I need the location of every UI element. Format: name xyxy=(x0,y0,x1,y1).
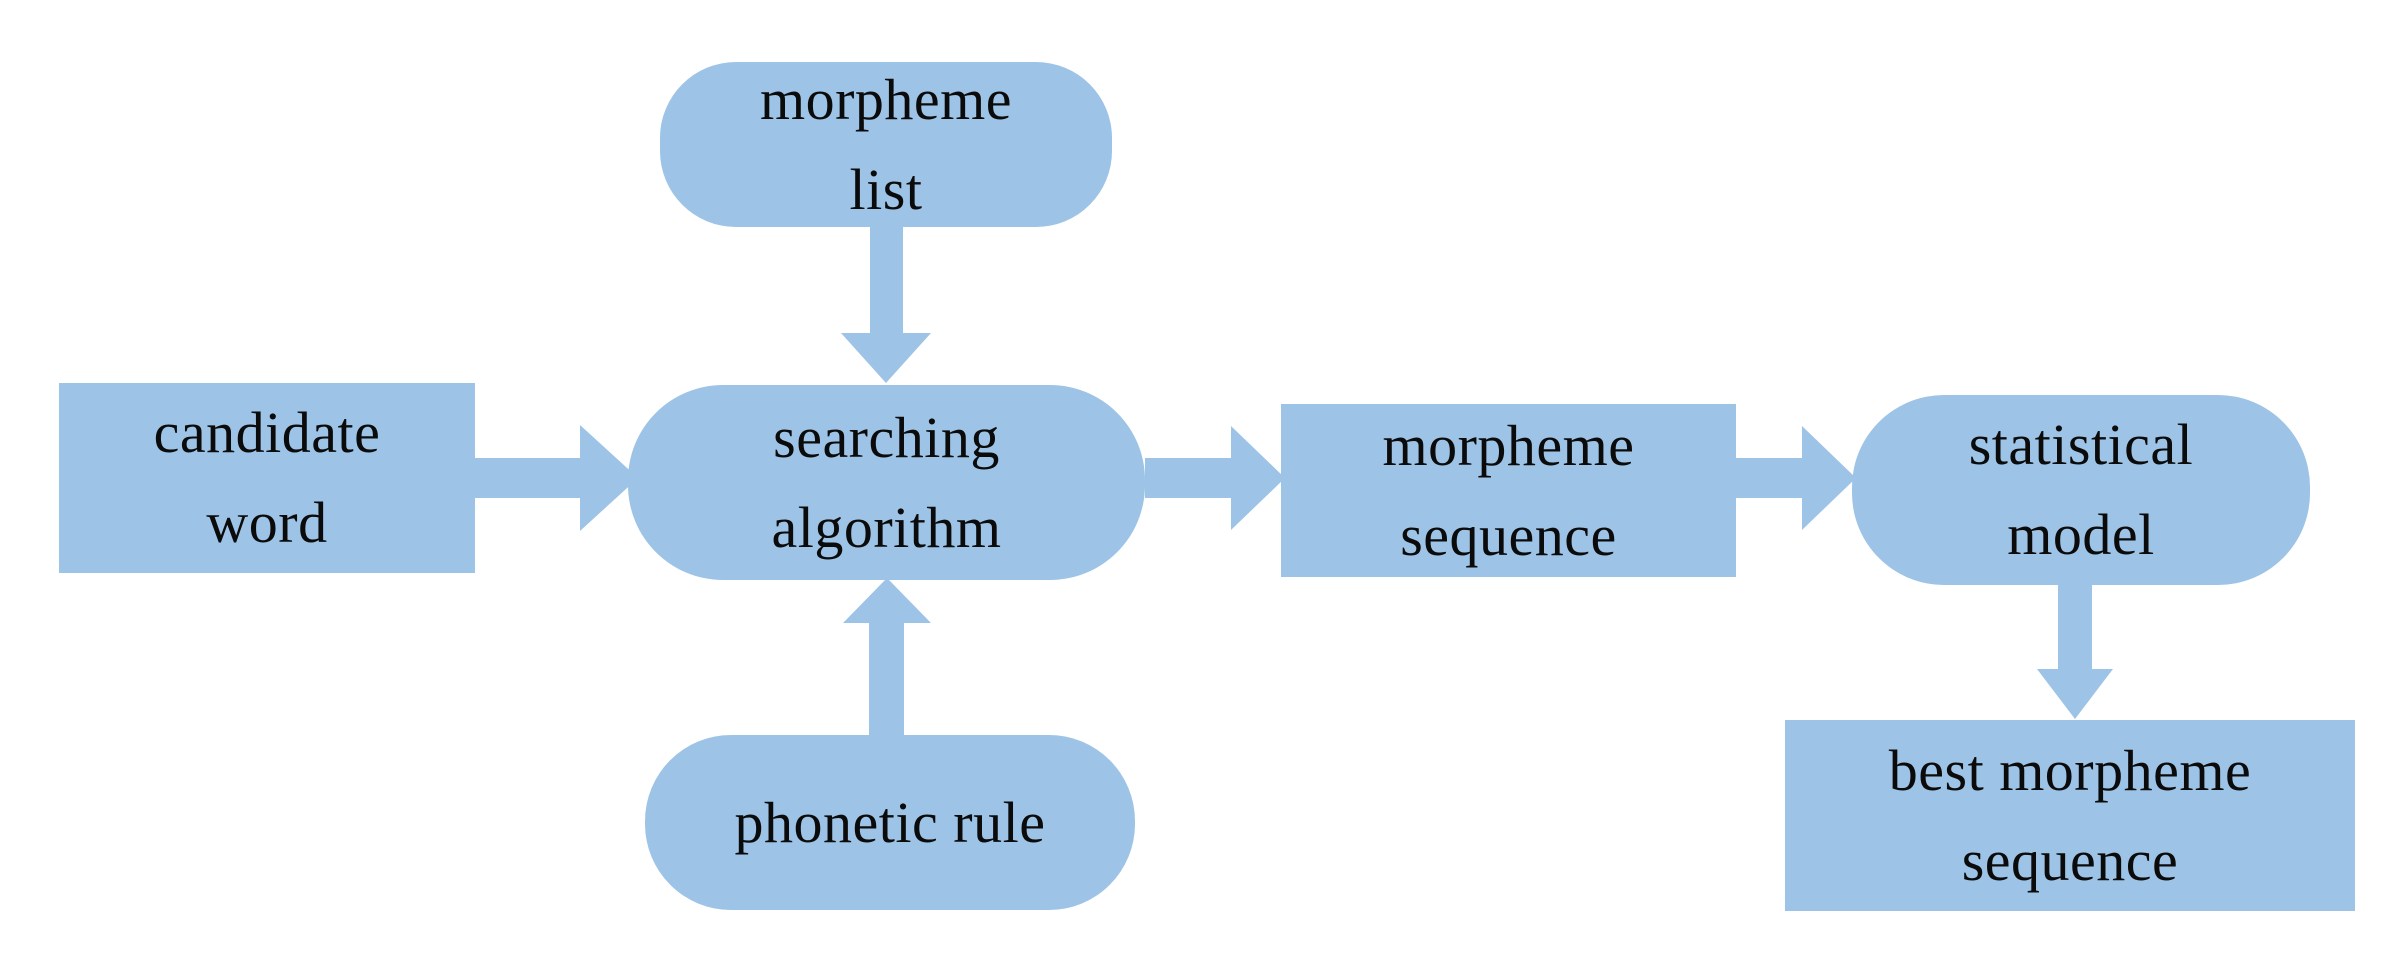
node-morpheme-list-label: morpheme list xyxy=(759,66,1013,222)
arrow-down-icon xyxy=(2037,669,2113,719)
node-best-morpheme-sequence-label: best morpheme sequence xyxy=(1888,737,2252,893)
node-statistical-model: statistical model xyxy=(1852,395,2310,585)
node-phonetic-rule-label: phonetic rule xyxy=(734,789,1046,855)
node-phonetic-rule: phonetic rule xyxy=(645,735,1135,910)
node-candidate-word-label: candidate word xyxy=(153,400,381,555)
arrow-right-icon xyxy=(1231,426,1285,530)
node-best-morpheme-sequence: best morpheme sequence xyxy=(1785,720,2355,911)
arrow-shaft xyxy=(2058,585,2092,669)
arrow-shaft xyxy=(1145,458,1231,498)
node-statistical-model-label: statistical model xyxy=(1968,412,2194,567)
node-morpheme-sequence: morpheme sequence xyxy=(1281,404,1736,577)
arrow-right-icon xyxy=(580,425,638,531)
arrow-shaft xyxy=(1736,458,1802,498)
arrow-shaft xyxy=(475,458,580,498)
node-searching-algorithm: searching algorithm xyxy=(628,385,1145,580)
arrow-up-icon xyxy=(843,578,931,623)
arrow-shaft xyxy=(870,227,903,333)
arrow-down-icon xyxy=(841,333,931,383)
arrow-shaft xyxy=(869,623,904,735)
node-searching-algorithm-label: searching algorithm xyxy=(771,404,1002,560)
node-candidate-word: candidate word xyxy=(59,383,475,573)
arrow-right-icon xyxy=(1802,426,1856,530)
node-morpheme-sequence-label: morpheme sequence xyxy=(1382,412,1635,568)
node-morpheme-list: morpheme list xyxy=(660,62,1112,227)
